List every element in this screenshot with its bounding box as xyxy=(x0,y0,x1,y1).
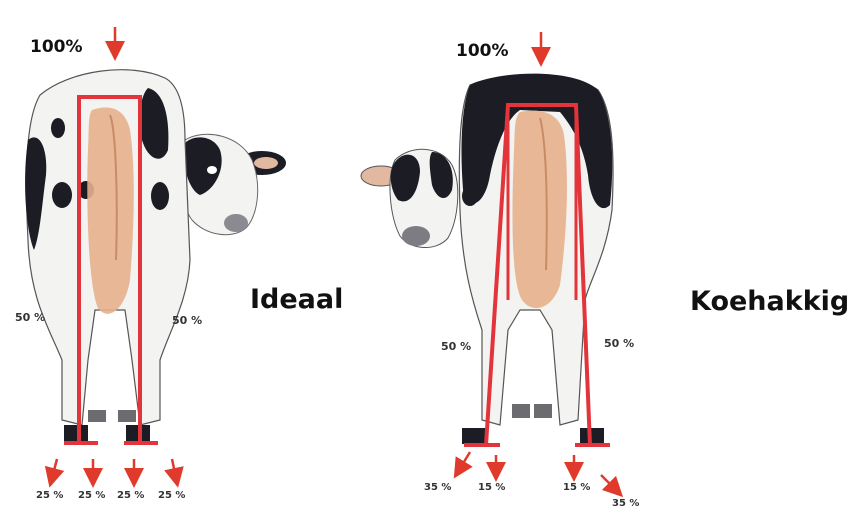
side-load-right-ideal: 50 % xyxy=(172,314,202,327)
foot-load-cow-hocked-4: 35 % xyxy=(612,498,639,509)
foot-load-cow-hocked-3: 15 % xyxy=(563,482,590,493)
foot-load-cow-hocked-2: 15 % xyxy=(478,482,505,493)
top-load-label-ideal: 100% xyxy=(30,37,83,57)
foot-load-cow-hocked-1: 35 % xyxy=(424,482,451,493)
foot-load-ideal-4: 25 % xyxy=(158,490,185,501)
top-load-label-cow-hocked: 100% xyxy=(456,41,509,61)
side-load-left-ideal: 50 % xyxy=(15,311,45,324)
side-load-right-cow-hocked: 50 % xyxy=(604,337,634,350)
foot-load-ideal-2: 25 % xyxy=(78,490,105,501)
down-arrow-icon xyxy=(52,459,57,478)
down-arrow-icon xyxy=(601,475,616,490)
down-arrow-icon xyxy=(459,452,470,470)
foot-load-ideal-1: 25 % xyxy=(36,490,63,501)
title-ideal: Ideaal xyxy=(250,284,343,315)
down-arrow-icon xyxy=(172,459,176,478)
cow-head-left xyxy=(361,149,458,247)
foot-load-ideal-3: 25 % xyxy=(117,490,144,501)
side-load-left-cow-hocked: 50 % xyxy=(441,340,471,353)
title-cow-hocked: Koehakkig xyxy=(690,286,849,317)
cow-ideal-illustration xyxy=(25,70,286,441)
cow-head-right xyxy=(180,134,286,234)
